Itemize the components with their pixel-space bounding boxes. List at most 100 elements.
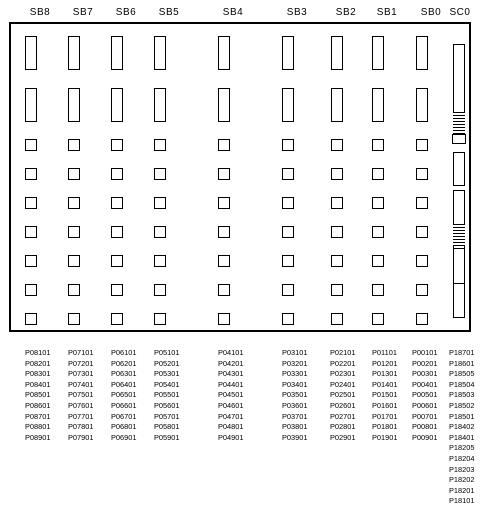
column-label-sb0: SB0: [420, 7, 442, 18]
column-label-sb4: SB4: [222, 7, 244, 18]
slot-sb6-square: [111, 168, 123, 180]
slot-sb6-square: [111, 255, 123, 267]
slot-sb1-square: [372, 255, 384, 267]
part-number: P18202: [449, 475, 475, 485]
part-number: P04701: [218, 411, 244, 421]
part-number: P08501: [25, 390, 51, 400]
part-number: P07601: [68, 400, 94, 410]
part-number: P07101: [68, 348, 94, 357]
slot-sb8-square: [25, 284, 37, 296]
part-number: P18201: [449, 485, 475, 495]
part-number: P07801: [68, 422, 94, 432]
slot-sb3-tall: [282, 88, 294, 122]
part-number: P04901: [218, 432, 244, 442]
column-label-sb6: SB6: [115, 7, 137, 18]
part-number: P05801: [154, 422, 180, 432]
part-number: P05501: [154, 390, 180, 400]
slot-sb8-square: [25, 226, 37, 238]
slot-sb4-square: [218, 168, 230, 180]
part-number: P00501: [412, 390, 438, 400]
slot-sb1-tall: [372, 36, 384, 70]
part-number: P00801: [412, 422, 438, 432]
slot-sb2-square: [331, 139, 343, 151]
part-number: P02801: [330, 422, 356, 432]
column-label-sb5: SB5: [158, 7, 180, 18]
slot-sb6-square: [111, 139, 123, 151]
slot-sb5-square: [154, 226, 166, 238]
slot-sb6-square: [111, 197, 123, 209]
slot-sb2-square: [331, 313, 343, 325]
slot-sb4-tall: [218, 36, 230, 70]
part-number: P02501: [330, 390, 356, 400]
part-number: P02601: [330, 400, 356, 410]
part-number: P02901: [330, 432, 356, 442]
slot-sb1-square: [372, 197, 384, 209]
part-number: P18501: [449, 411, 475, 421]
part-number: P18204: [449, 453, 475, 463]
part-number: P08801: [25, 422, 51, 432]
part-number: P06401: [111, 379, 137, 389]
part-number: P00601: [412, 400, 438, 410]
slot-sb4-square: [218, 139, 230, 151]
part-number: P07401: [68, 379, 94, 389]
slot-sb2-square: [331, 197, 343, 209]
part-number: P08101: [25, 348, 51, 357]
slot-sb5-square: [154, 168, 166, 180]
part-number: P02301: [330, 369, 356, 379]
slot-sb6-square: [111, 226, 123, 238]
slot-sb3-square: [282, 284, 294, 296]
part-number: P07501: [68, 390, 94, 400]
slot-sb1-tall: [372, 88, 384, 122]
slot-sb0-square: [416, 197, 428, 209]
part-number: P04301: [218, 369, 244, 379]
part-number: P06101: [111, 348, 137, 357]
slot-sb7-square: [68, 284, 80, 296]
slot-sb4-square: [218, 226, 230, 238]
slot-sb4-square: [218, 255, 230, 267]
slot-sb5-tall: [154, 36, 166, 70]
slot-sb2-square: [331, 226, 343, 238]
slot-sb0-square: [416, 284, 428, 296]
part-number: P18205: [449, 443, 475, 453]
slot-sb0-square: [416, 255, 428, 267]
part-number: P05201: [154, 358, 180, 368]
part-number: P03201: [282, 358, 308, 368]
part-number: P03501: [282, 390, 308, 400]
slot-sb7-square: [68, 168, 80, 180]
slot-sb5-square: [154, 139, 166, 151]
slot-sb2-square: [331, 255, 343, 267]
part-number: P06801: [111, 422, 137, 432]
part-number: P00201: [412, 358, 438, 368]
part-number: P04801: [218, 422, 244, 432]
part-number: P01601: [372, 400, 398, 410]
sc0-rail-middle: [453, 152, 465, 186]
part-number: P00901: [412, 432, 438, 442]
part-number: P02201: [330, 358, 356, 368]
part-number: P03401: [282, 379, 308, 389]
slot-sb3-square: [282, 313, 294, 325]
part-number: P18203: [449, 464, 475, 474]
sc0-clip: [452, 134, 466, 144]
board-panel: [9, 22, 471, 332]
slot-sb6-tall: [111, 88, 123, 122]
slot-sb8-tall: [25, 36, 37, 70]
part-number: P08301: [25, 369, 51, 379]
part-number: P04601: [218, 400, 244, 410]
part-number: P07701: [68, 411, 94, 421]
part-number: P01401: [372, 379, 398, 389]
slot-sb7-square: [68, 255, 80, 267]
part-number: P08701: [25, 411, 51, 421]
sc0-connector-lower: [453, 224, 465, 246]
part-number: P00101: [412, 348, 438, 357]
slot-sb3-square: [282, 197, 294, 209]
part-number: P04201: [218, 358, 244, 368]
slot-sb8-square: [25, 139, 37, 151]
part-number: P08601: [25, 400, 51, 410]
slot-sb7-square: [68, 197, 80, 209]
part-number: P00301: [412, 369, 438, 379]
